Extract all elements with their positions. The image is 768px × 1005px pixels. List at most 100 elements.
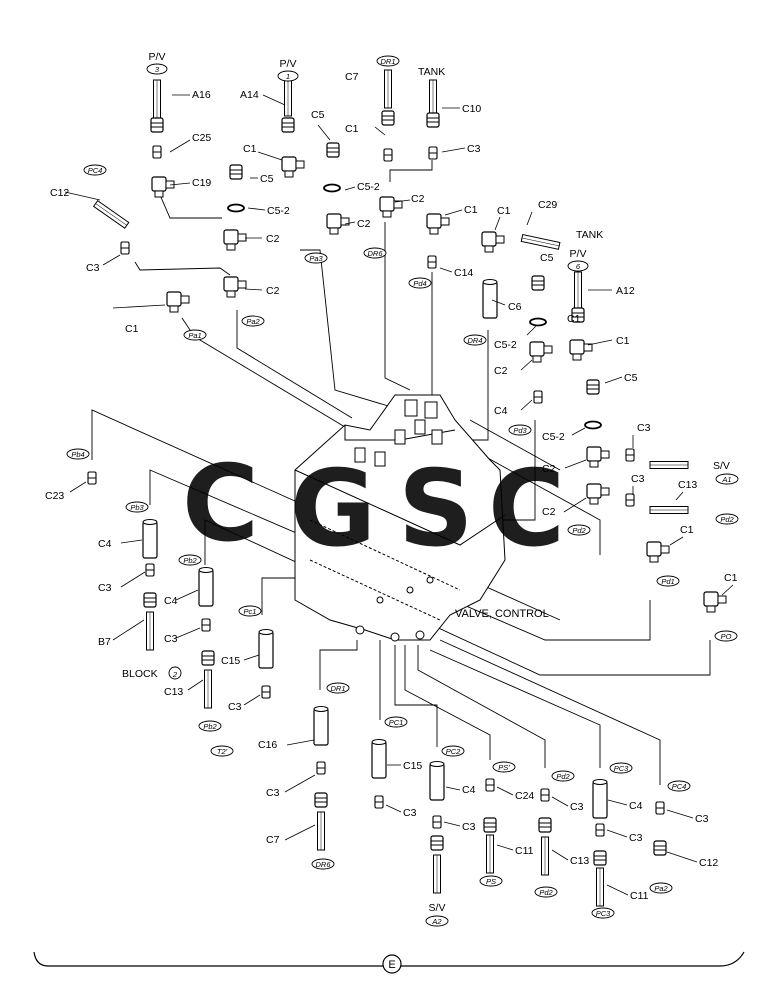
label-c3-a: C3 bbox=[467, 143, 481, 155]
label-c3-j: C3 bbox=[570, 801, 584, 813]
label-c1-tl2: C1 bbox=[125, 323, 139, 335]
label-c12-br: C12 bbox=[699, 857, 718, 869]
po: PO bbox=[721, 632, 732, 641]
control-valve-body bbox=[294, 394, 506, 642]
label-c2-g: C2 bbox=[542, 506, 556, 518]
label-c4-c: C4 bbox=[164, 595, 178, 607]
label-c3-b: C3 bbox=[637, 422, 651, 434]
label-c2-f: C2 bbox=[542, 463, 556, 475]
ps-top: PS' bbox=[498, 763, 510, 772]
label-c1-e: C1 bbox=[616, 335, 630, 347]
oval-tags bbox=[66, 55, 739, 927]
valve-control-label: VALVE, CONTROL bbox=[455, 608, 549, 620]
pa1: Pa1 bbox=[188, 331, 201, 340]
label-c2-b: C2 bbox=[266, 285, 280, 297]
dr6-low: DR6 bbox=[315, 860, 331, 869]
label-c5-2-a: C5-2 bbox=[267, 205, 290, 217]
pc4-top: PC4 bbox=[88, 166, 103, 175]
label-c3-d: C3 bbox=[98, 582, 112, 594]
label-c3-f: C3 bbox=[228, 701, 242, 713]
watermark-letter-4: C bbox=[488, 448, 565, 570]
label-c14: C14 bbox=[454, 267, 473, 279]
pc1-low: PC1 bbox=[389, 718, 404, 727]
label-c16: C16 bbox=[258, 739, 277, 751]
watermark-letter-3: S bbox=[398, 448, 474, 570]
dr1-top: DR1 bbox=[380, 57, 395, 66]
oval-tag-texts: P/V 3 P/V 1 P/V 6 DR1 PC4 Pa3 DR6 Pd4 Pa… bbox=[71, 51, 734, 926]
label-c12-tl: C12 bbox=[50, 187, 69, 199]
sv-a1: A1 bbox=[721, 475, 731, 484]
label-c10: C10 bbox=[462, 103, 481, 115]
pv6-head: P/V bbox=[570, 248, 587, 260]
label-c3-tl: C3 bbox=[86, 262, 100, 274]
label-c2-c: C2 bbox=[357, 218, 371, 230]
label-c2-e: C2 bbox=[494, 365, 508, 377]
pc3-bot: PC3 bbox=[596, 909, 611, 918]
label-c3-l: C3 bbox=[695, 813, 709, 825]
label-c5-2-c: C5-2 bbox=[494, 339, 517, 351]
label-c3-k: C3 bbox=[629, 832, 643, 844]
pipe-lines bbox=[91, 160, 711, 785]
label-c3-g: C3 bbox=[266, 787, 280, 799]
dr4: DR4 bbox=[467, 336, 482, 345]
label-c4-b: C4 bbox=[98, 538, 112, 550]
t2: T2' bbox=[217, 747, 228, 756]
section-mark-circle bbox=[382, 954, 402, 974]
pb4: Pb4 bbox=[71, 450, 84, 459]
label-c5-b: C5 bbox=[311, 109, 325, 121]
label-c1-g: C1 bbox=[680, 524, 694, 536]
pb2: Pb2 bbox=[183, 556, 197, 565]
label-c4-a: C4 bbox=[494, 405, 508, 417]
pv1-head: P/V bbox=[280, 58, 297, 70]
pd3: Pd3 bbox=[513, 426, 527, 435]
pa2: Pa2 bbox=[246, 317, 260, 326]
label-c23: C23 bbox=[45, 490, 64, 502]
label-tank-r: TANK bbox=[576, 229, 603, 241]
sv-a2: A2 bbox=[431, 917, 442, 926]
label-c1-d: C1 bbox=[497, 205, 511, 217]
pv3-head: P/V bbox=[149, 51, 166, 63]
label-block-num: 2 bbox=[172, 670, 178, 679]
label-c3-i: C3 bbox=[462, 821, 476, 833]
pa2-bot: Pa2 bbox=[654, 884, 668, 893]
label-c15-l: C15 bbox=[221, 655, 240, 667]
label-c24: C24 bbox=[515, 790, 534, 802]
watermark: C G S C bbox=[182, 443, 565, 570]
label-c2-d: C2 bbox=[411, 193, 425, 205]
pd1: Pd1 bbox=[661, 577, 674, 586]
label-c1-b: C1 bbox=[345, 123, 359, 135]
label-c5-c: C5 bbox=[540, 252, 554, 264]
pa3: Pa3 bbox=[309, 254, 323, 263]
label-c11-b: C11 bbox=[630, 890, 649, 902]
label-a12: A12 bbox=[616, 285, 635, 297]
label-c13-m: C13 bbox=[570, 855, 589, 867]
pd4: Pd4 bbox=[413, 279, 426, 288]
pd2-bot: Pd2 bbox=[539, 888, 553, 897]
label-sv-r: S/V bbox=[713, 460, 730, 472]
callout-leaders bbox=[64, 94, 734, 896]
label-c13-r: C13 bbox=[678, 479, 697, 491]
label-c25: C25 bbox=[192, 132, 211, 144]
pv1-num: 1 bbox=[286, 72, 290, 81]
section-mark: E bbox=[388, 959, 395, 971]
pd2-r2: Pd2 bbox=[572, 526, 586, 535]
label-c13-l: C13 bbox=[164, 686, 183, 698]
label-a16: A16 bbox=[192, 89, 211, 101]
label-c5-a: C5 bbox=[260, 173, 274, 185]
label-c4-d: C4 bbox=[462, 784, 476, 796]
label-c5-2-b: C5-2 bbox=[357, 181, 380, 193]
label-c29: C29 bbox=[538, 199, 557, 211]
label-c4-e: C4 bbox=[629, 800, 643, 812]
label-c7-low: C7 bbox=[266, 834, 280, 846]
label-c15-m: C15 bbox=[403, 760, 422, 772]
label-c5-2-d: C5-2 bbox=[542, 431, 565, 443]
label-a14: A14 bbox=[240, 89, 259, 101]
dr1-low: DR1 bbox=[330, 684, 345, 693]
label-c19: C19 bbox=[192, 177, 211, 189]
label-c1-a: C1 bbox=[243, 143, 257, 155]
label-c3-c: C3 bbox=[631, 473, 645, 485]
pd2-low: Pd2 bbox=[556, 772, 570, 781]
pc1-left: Pc1 bbox=[244, 607, 257, 616]
label-tank-top: TANK bbox=[418, 66, 445, 78]
